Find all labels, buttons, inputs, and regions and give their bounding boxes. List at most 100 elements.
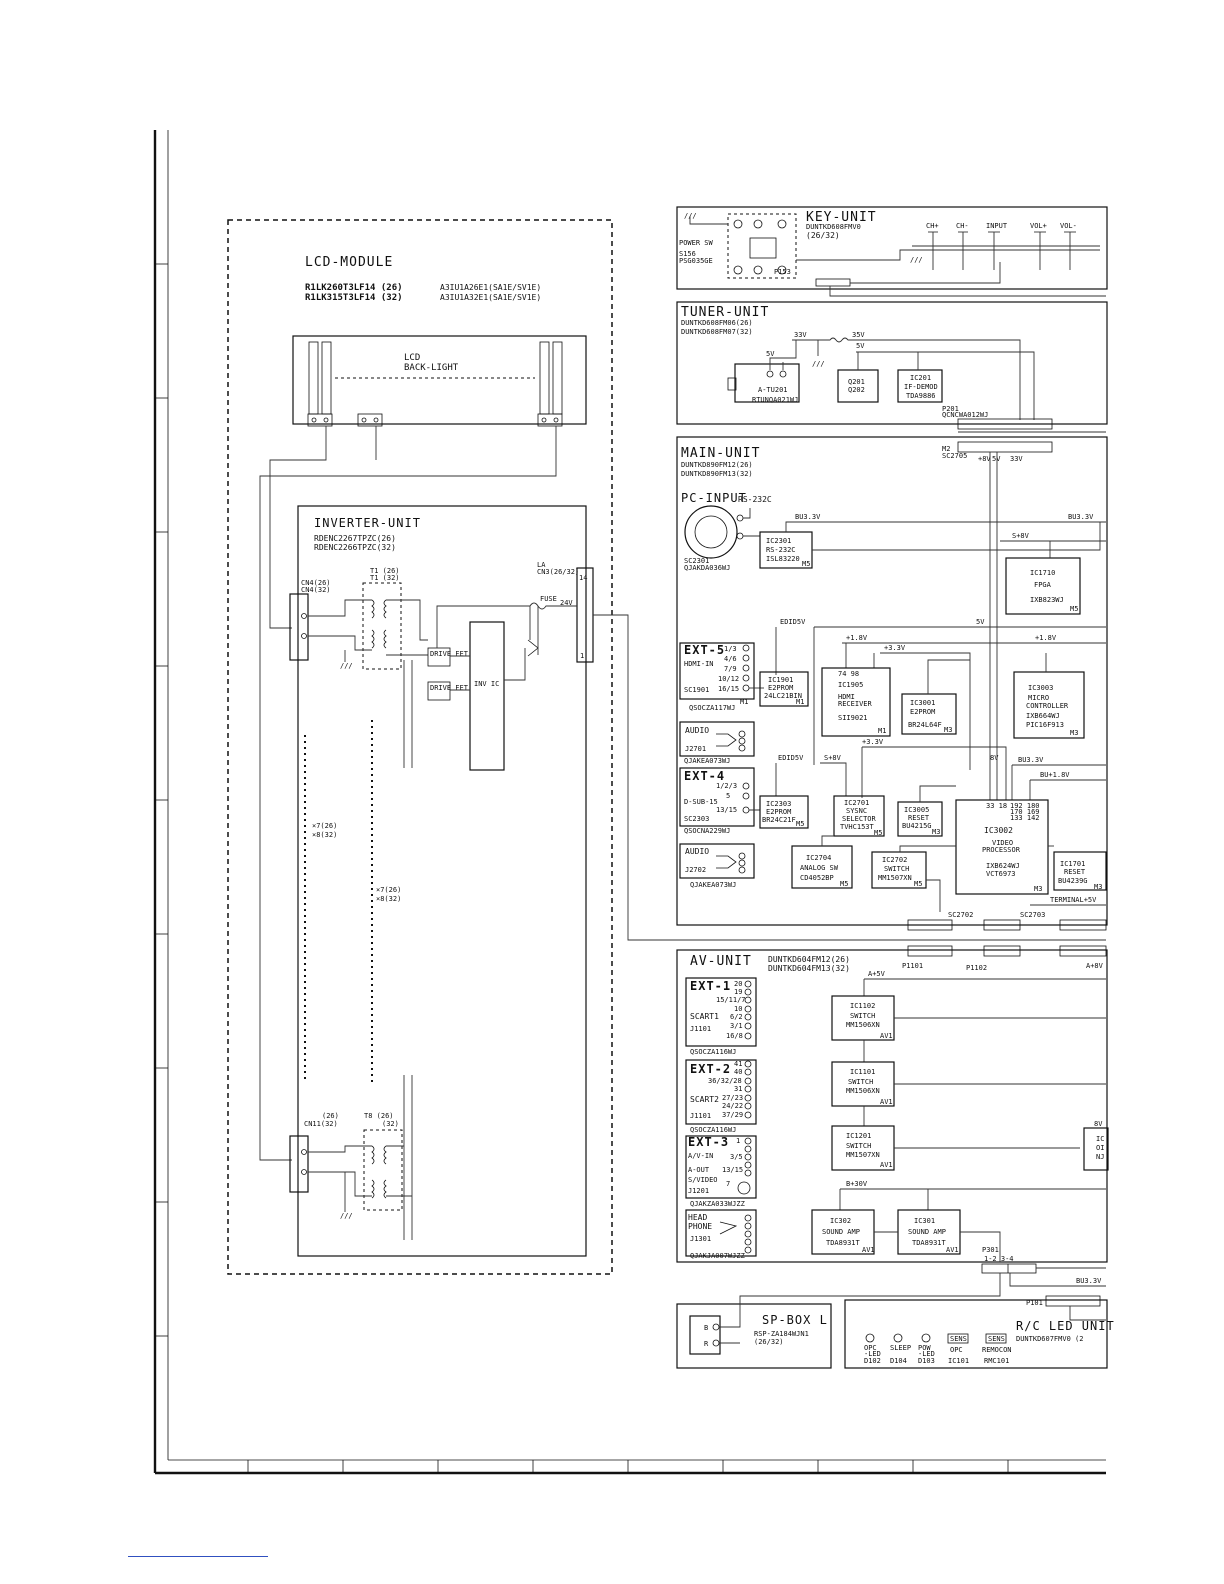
backlight-label-2: BACK-LIGHT [404, 363, 459, 373]
ic1102-fn: SWITCH [850, 1012, 875, 1020]
v33-label-2: +3.3V [862, 738, 884, 746]
t8-32: (32) [382, 1120, 399, 1128]
j2702-label: J2702 [685, 866, 706, 874]
key-vol-minus: VOL- [1060, 222, 1077, 230]
ic302-sheet: AV1 [862, 1246, 875, 1254]
j1301-label: J1301 [690, 1235, 711, 1243]
v18-label-2: +1.8V [1035, 634, 1057, 642]
edid5v-label-1: EDID5V [780, 618, 806, 626]
ext3-pin-2: 13/15 [722, 1166, 743, 1174]
ic2701-sheet: M5 [874, 829, 882, 837]
key-unit-part: DUNTKD608FMV0 [806, 223, 861, 231]
ic3005-sheet: M3 [932, 828, 940, 836]
ic1905-box: 74 98 IC1905 HDMI RECEIVER SII9021 M1 [821, 667, 891, 737]
sp-r-label: R [704, 1340, 709, 1348]
ic302-box: IC302 SOUND AMP TDA8931T AV1 [811, 1209, 875, 1255]
ic302-fn: SOUND AMP [822, 1228, 860, 1236]
audio1-label: AUDIO [685, 726, 709, 735]
rc-opc-led-b: -LED [864, 1350, 881, 1358]
ic3001-part: BR24L64F [908, 721, 942, 729]
power-sw-label: POWER SW [679, 239, 714, 247]
rc-d103: D103 [918, 1357, 935, 1365]
ic2303-fn: E2PROM [766, 808, 791, 816]
ic3002-name: IC3002 [984, 826, 1013, 835]
ic2303-name: IC2303 [766, 800, 791, 808]
main-33v: 33V [1010, 455, 1023, 463]
rc-led-part: DUNTKD607FMV0 (2 [1016, 1335, 1083, 1343]
ic1701-box: IC1701 RESET BU4239G M3 [1053, 851, 1107, 891]
rc-opc: OPC [950, 1346, 963, 1354]
ic1905-part: SII9021 [838, 714, 868, 722]
cn3-pin14: 14 [579, 574, 587, 582]
lcd-part-26: A3IU1A26E1(SA1E/SV1E) [440, 283, 541, 292]
main-unit: M2 SC2705 +8V 5V 33V MAIN-UNIT DUNTKD890… [676, 431, 1108, 931]
j1101b-label: J1101 [690, 1112, 711, 1120]
fuse-24v: 24V [560, 599, 573, 607]
sp-b-label: B [704, 1324, 708, 1332]
t8-26: T8 (26) [364, 1112, 394, 1120]
ext4-pin-2: 13/15 [716, 806, 737, 814]
mult-1a: ×7(26) [312, 822, 337, 830]
main-unit-title: MAIN-UNIT [681, 446, 760, 461]
ic-cut-3: NJ [1096, 1153, 1104, 1161]
inverter-t1-26: T1 (26) [370, 567, 400, 575]
scart2-label: SCART2 [690, 1095, 719, 1104]
ext2-pin-6: 37/29 [722, 1111, 743, 1119]
ic3001-fn: E2PROM [910, 708, 935, 716]
ic1701-part: BU4239G [1058, 877, 1088, 885]
bu33-label-1: BU3.3V [795, 513, 821, 521]
ic3003-part2: PIC16F913 [1026, 721, 1064, 729]
key-unit: KEY-UNIT DUNTKD608FMV0 (26/32) POWER SW … [676, 206, 1108, 297]
cn3-pin1: 1 [580, 652, 584, 660]
lcd-part-32: A3IU1A32E1(SA1E/SV1E) [440, 293, 541, 302]
svg-text:///: /// [812, 360, 825, 368]
mult-2a: ×7(26) [376, 886, 401, 894]
main-8v: +8V [978, 455, 991, 463]
inverter-title: INVERTER-UNIT [314, 516, 421, 530]
j2701-part: QJAKEA073WJ [684, 757, 730, 765]
q202: Q202 [848, 386, 865, 394]
ic2702-name: IC2702 [882, 856, 907, 864]
key-ch-minus: CH- [956, 222, 969, 230]
ic201-fn: IF-DEMOD [904, 383, 938, 391]
svg-text:///: /// [910, 256, 923, 264]
main-m2: M2 [942, 445, 950, 453]
ic1710-box: IC1710 FPGA IXB823WJ M5 [1005, 557, 1081, 615]
svg-text:///: /// [340, 1212, 353, 1220]
mult-2b: ×8(32) [376, 895, 401, 903]
ic3001-box: IC3001 E2PROM BR24L64F M3 [901, 693, 957, 735]
ic3002-pins-d: 133 142 [1010, 814, 1040, 822]
tuner-35v: 35V [852, 331, 865, 339]
ic1710-sheet: M5 [1070, 605, 1078, 613]
ic2701-part: TVHC153T [840, 823, 875, 831]
ext3-pin-3: 7 [726, 1180, 730, 1188]
psw-part: PSG035GE [679, 257, 713, 265]
cn11-26: (26) [322, 1112, 339, 1120]
p201: P201 [942, 405, 959, 413]
a5v-label: A+5V [868, 970, 886, 978]
audio-j2701: AUDIO J2701 [679, 721, 755, 757]
ic2704-fn: ANALOG SW [800, 864, 839, 872]
ic302-part: TDA8931T [826, 1239, 861, 1247]
rc-led-unit: P101 R/C LED UNIT DUNTKD607FMV0 (2 OPC -… [844, 1295, 1114, 1369]
av-bu33-label: BU3.3V [1076, 1277, 1102, 1285]
p301-label: P301 [982, 1246, 999, 1254]
ic1710-fn: FPGA [1034, 581, 1052, 589]
ic1101-box: IC1101 SWITCH MM1506XN AV1 [831, 1061, 895, 1107]
tuner-part: RTUNQA021WJ [752, 396, 798, 404]
ic301-sheet: AV1 [946, 1246, 959, 1254]
ic301-part: TDA8931T [912, 1239, 947, 1247]
sc2703-label: SC2703 [1020, 911, 1045, 919]
terminal-5v: TERMINAL+5V [1050, 896, 1097, 904]
ext1-pin-3: 10 [734, 1005, 742, 1013]
main-5v-line: 5V [976, 618, 985, 626]
bu33-label-3: BU3.3V [1018, 756, 1044, 764]
ic3002-fn2: PROCESSOR [982, 846, 1021, 854]
key-input: INPUT [986, 222, 1008, 230]
b30v-label: B+30V [846, 1180, 868, 1188]
ext5-connector: EXT-5 HDMI-IN SC1901 1/3 4/6 7/9 10/12 1… [679, 642, 755, 706]
ic2303-sheet: M5 [796, 820, 804, 828]
ic2701-box: IC2701 SYSNC SELECTOR TVHC153T M5 [833, 795, 885, 837]
ic2701-fn2: SELECTOR [842, 815, 877, 823]
a8v-label: A+8V [1086, 962, 1104, 970]
